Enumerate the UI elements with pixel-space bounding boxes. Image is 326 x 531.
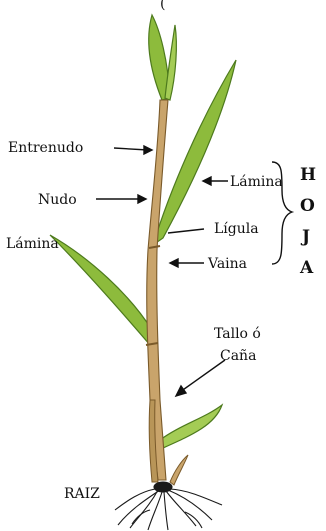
- label-lamina-right: Lámina: [230, 174, 283, 190]
- label-tallo-line2: Caña: [220, 348, 256, 364]
- left-leaf-blade: [50, 235, 152, 345]
- hoja-letter-a: A: [299, 258, 314, 278]
- lower-right-leaf-blade: [160, 405, 222, 448]
- label-raiz: RAIZ: [64, 486, 100, 502]
- label-lamina-left: Lámina: [6, 236, 59, 252]
- basal-shoot: [170, 455, 188, 485]
- hoja-letter-h: H: [300, 165, 316, 185]
- label-vaina: Vaina: [207, 256, 247, 272]
- top-leaf: [149, 15, 177, 100]
- label-tallo-line1: Tallo ó: [214, 326, 261, 342]
- roots: [115, 482, 222, 530]
- arrow-ligula: [168, 229, 204, 233]
- hoja-letter-o: O: [300, 196, 315, 216]
- label-entrenudo: Entrenudo: [8, 140, 83, 156]
- hoja-letter-j: J: [300, 227, 310, 247]
- arrow-tallo: [180, 360, 225, 392]
- label-nudo: Nudo: [38, 192, 77, 208]
- header-partial-text: (: [160, 0, 165, 12]
- arrow-entrenudo: [114, 148, 148, 150]
- label-ligula: Lígula: [214, 221, 259, 237]
